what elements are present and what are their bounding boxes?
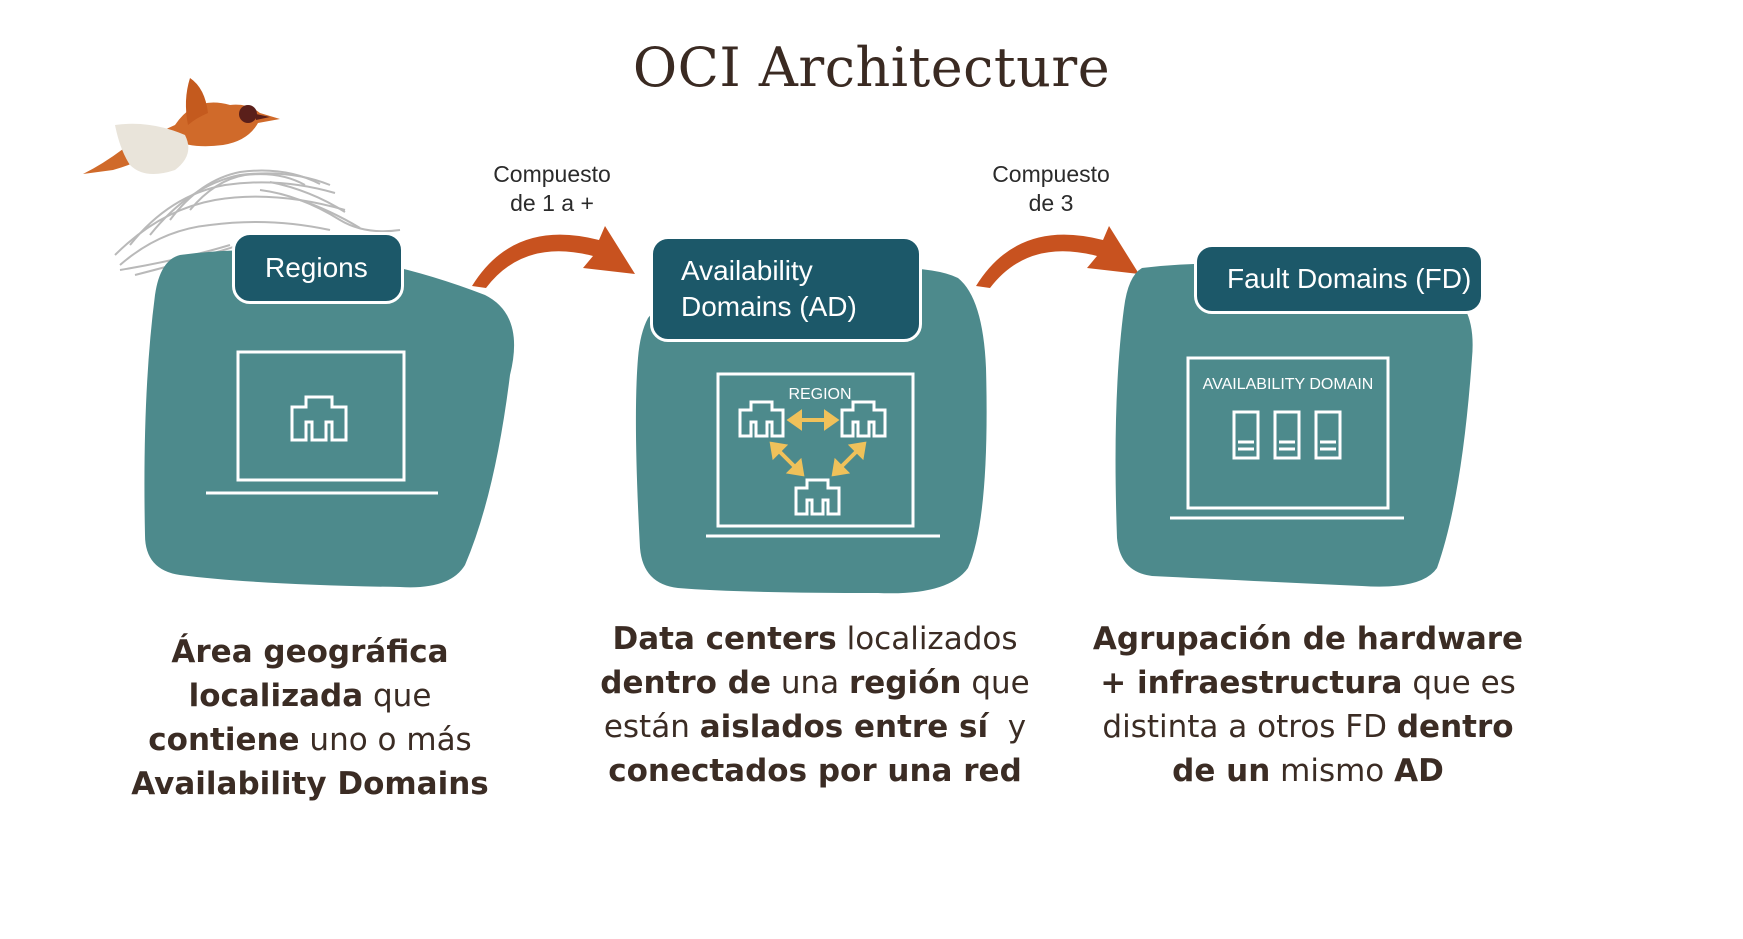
datacenter-icon-left (738, 400, 785, 438)
fd-inner-label: AVAILABILITY DOMAIN (1203, 376, 1374, 393)
availability-domains-description: Data centers localizados dentro de una r… (590, 617, 1040, 793)
curved-arrow-1 (472, 226, 635, 288)
fault-domains-description: Agrupación de hardware + infraestructura… (1090, 617, 1526, 793)
fd-laptop-icon (1170, 356, 1404, 520)
fd-desc-line2: que es (1402, 665, 1516, 701)
server-icons (1232, 410, 1342, 460)
fd-tab-label: Fault Domains (FD) (1227, 263, 1472, 294)
regions-card-background (144, 250, 515, 588)
ad-tab-line1: Availability (681, 255, 813, 286)
ad-desc-line2-b: que (961, 665, 1030, 701)
page-title: OCI Architecture (632, 36, 1111, 99)
server-icon-1 (1232, 410, 1260, 460)
fd-desc-line4-bold1: de un (1172, 753, 1271, 789)
fault-domains-card-background (1115, 263, 1473, 587)
sketch-lines (114, 169, 401, 276)
datacenter-icon (290, 395, 348, 442)
regions-desc-line1: Área geográfica (171, 634, 449, 670)
regions-card (144, 250, 515, 588)
ad-desc-line1: localizados (836, 621, 1018, 657)
ad-inner-label: REGION (788, 386, 851, 403)
ad-desc-line1-bold: Data centers (612, 621, 837, 657)
server-icon-2 (1273, 410, 1301, 460)
connector-2-line2: de 3 (1028, 190, 1074, 216)
ad-desc-line3-b: y (988, 709, 1027, 745)
ad-desc-line4: conectados por una red (608, 753, 1022, 789)
ad-desc-line2-a: una (770, 665, 849, 701)
fd-desc-line3-bold: dentro (1396, 709, 1514, 745)
fd-desc-line4-bold2: AD (1394, 753, 1444, 789)
bird-illustration (83, 78, 401, 276)
bird-icon (83, 78, 280, 174)
availability-domains-tab: Availability Domains (AD) (650, 236, 922, 342)
connector-1-line1: Compuesto (493, 161, 611, 187)
fd-desc-line4: mismo (1270, 753, 1395, 789)
availability-domains-card: REGION (635, 268, 987, 594)
fd-desc-line3: distinta a otros FD (1102, 709, 1397, 745)
ad-desc-line2-bold1: dentro de (600, 665, 771, 701)
regions-desc-line3: uno o más (299, 722, 472, 758)
fault-domains-tab: Fault Domains (FD) (1194, 244, 1484, 314)
ad-desc-line3-bold: aislados entre sí (699, 709, 989, 745)
ad-tab-line2: Domains (AD) (681, 291, 857, 322)
connector-1-line2: de 1 a + (510, 190, 594, 216)
regions-desc-line2: que (363, 678, 432, 714)
regions-tab: Regions (232, 232, 404, 304)
ad-laptop-icon (706, 372, 940, 538)
datacenter-icon-right (840, 400, 887, 438)
connection-arrows (769, 409, 867, 477)
curved-arrow-2 (976, 226, 1139, 288)
datacenter-icon-bottom (794, 478, 841, 516)
ad-desc-line2-bold2: región (848, 665, 962, 701)
regions-tab-label: Regions (265, 252, 368, 283)
fd-desc-line2-bold: + infraestructura (1100, 665, 1403, 701)
regions-description: Área geográfica localizada que contiene … (100, 630, 520, 806)
datacenter-icons (738, 400, 887, 516)
connector-2-line1: Compuesto (992, 161, 1110, 187)
connector-label-1: Compuesto de 1 a + (452, 160, 652, 218)
regions-desc-line2-bold: localizada (188, 678, 364, 714)
fault-domains-card: AVAILABILITY DOMAIN (1115, 263, 1473, 587)
regions-desc-line4: Availability Domains (131, 766, 489, 802)
fd-desc-line1: Agrupación de hardware (1092, 621, 1524, 657)
regions-desc-line3-bold: contiene (148, 722, 300, 758)
ad-desc-line3-a: están (603, 709, 700, 745)
server-icon-3 (1314, 410, 1342, 460)
laptop-icon (206, 350, 438, 495)
availability-domains-card-background (635, 268, 987, 594)
connector-label-2: Compuesto de 3 (951, 160, 1151, 218)
